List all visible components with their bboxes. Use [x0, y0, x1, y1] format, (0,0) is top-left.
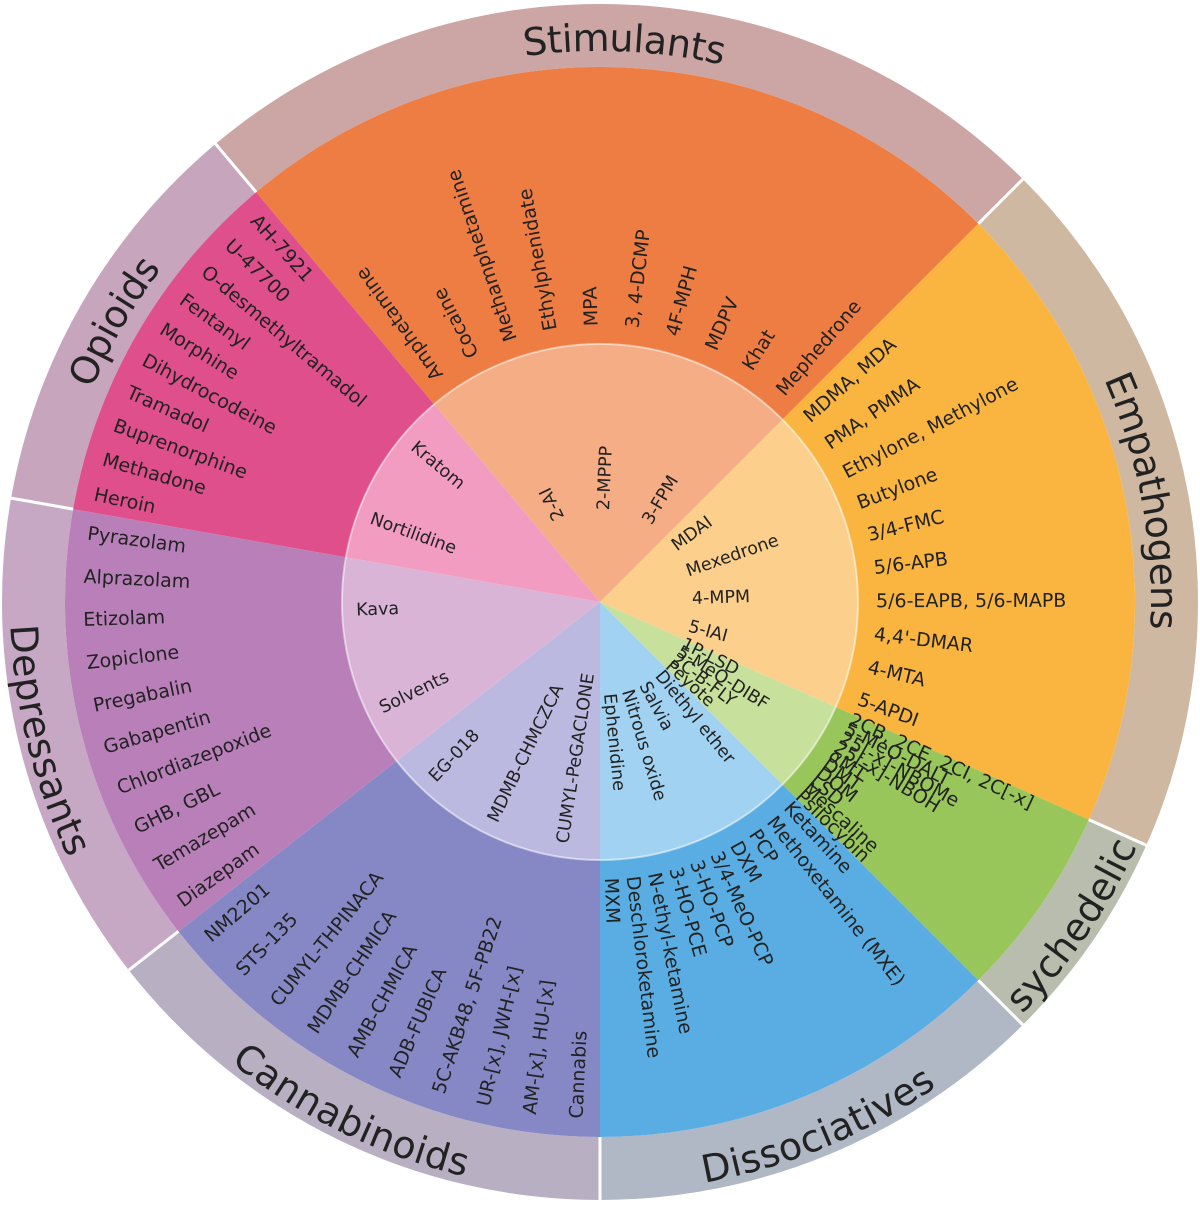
empathogens-substance-segment: [782, 223, 1136, 820]
dissociatives-outer-segment: [600, 980, 1023, 1200]
empathogens-outer-segment: [978, 179, 1198, 846]
stimulants-outer-segment: [215, 4, 1023, 224]
dissociatives-substance-segment: [600, 784, 979, 1137]
opioids-core-segment: [345, 404, 600, 602]
stimulants-substance-segment: [256, 66, 979, 420]
novel-substance-core: [342, 344, 858, 860]
psychedelics-substance-segment: [782, 706, 1089, 981]
empathogens-core-segment: [600, 419, 858, 707]
depressants-substance-segment: [65, 509, 397, 932]
core-boundary: [341, 343, 859, 861]
cannabinoids-outer-segment: [128, 931, 600, 1200]
depressants-substance-label: Alprazolam: [83, 566, 191, 593]
depressants-substance-label: Etizolam: [83, 606, 165, 631]
segment-dividers: [10, 142, 1147, 1200]
empathogens-substance-label: 5/6-EAPB, 5/6-MAPB: [876, 590, 1066, 612]
psychedelics-outer-segment: [978, 819, 1147, 1025]
stimulants-substance-label: MPA: [579, 286, 602, 326]
psychedelics-core-segment: [600, 602, 836, 785]
stimulants-core-segment: [434, 344, 783, 602]
stimulants-outer-divider: [214, 142, 258, 194]
empathogens-novel-label: 4-MPM: [692, 587, 751, 609]
depressants-novel-label: Kava: [356, 599, 400, 620]
substance-ring: [65, 66, 1136, 1137]
psychedelics-outer-divider: [1088, 818, 1147, 847]
dissociatives-core-segment: [600, 602, 783, 860]
depressants-core-segment: [342, 557, 600, 761]
opioids-outer-divider: [10, 496, 74, 511]
category-ring: [1, 4, 1198, 1200]
stimulants-novel-label: 2-MPPP: [594, 445, 617, 510]
cannabinoids-substance-label: Cannabis: [566, 1030, 592, 1119]
opioids-outer-segment: [11, 143, 257, 510]
depressants-outer-segment: [1, 498, 179, 971]
depressants-outer-divider: [127, 930, 180, 972]
cannabinoids-substance-segment: [178, 760, 600, 1137]
dissociatives-substance-label: MXM: [600, 877, 624, 924]
cannabinoids-core-segment: [396, 602, 600, 860]
opioids-substance-segment: [73, 192, 435, 558]
dissociatives-outer-divider: [977, 979, 1024, 1026]
empathogens-outer-divider: [977, 178, 1024, 225]
